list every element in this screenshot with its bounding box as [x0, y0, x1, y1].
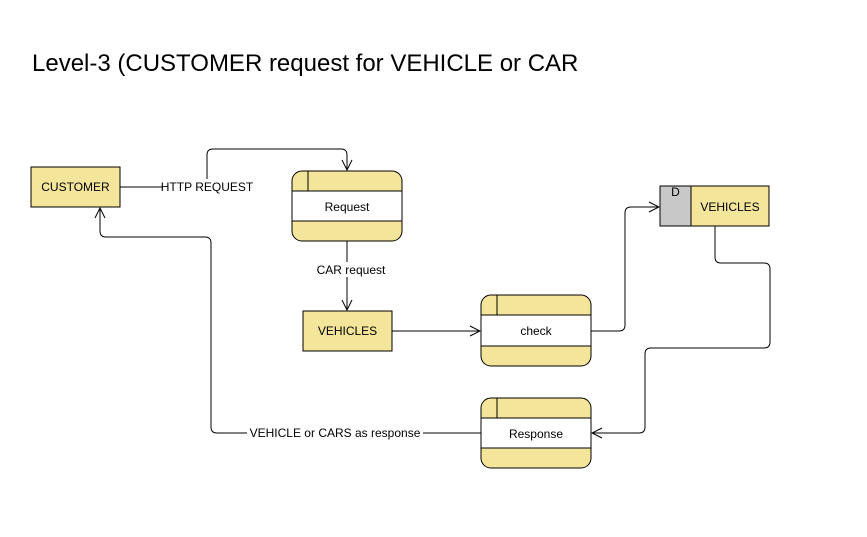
check-process[interactable]: check [480, 294, 592, 367]
page-title: Level-3 (CUSTOMER request for VEHICLE or… [32, 50, 579, 77]
data-store-tag: D [671, 185, 680, 199]
vehicles-entity[interactable]: VEHICLES [302, 310, 393, 352]
edge-http-request [120, 148, 347, 188]
edge-http-request-label: HTTP REQUEST [161, 180, 254, 194]
check-label: check [520, 324, 552, 338]
customer-label: CUSTOMER [41, 180, 110, 194]
edge-car-request-label: CAR request [317, 263, 386, 277]
vehicles-entity-label: VEHICLES [318, 324, 377, 338]
edge-response [100, 208, 481, 434]
request-label: Request [325, 200, 370, 214]
response-label: Response [509, 427, 563, 441]
vehicles-data-store[interactable]: D VEHICLES [659, 185, 770, 227]
response-process[interactable]: Response [480, 397, 592, 469]
edge-check-to-store [591, 207, 659, 332]
request-process[interactable]: Request [291, 170, 403, 242]
customer-entity[interactable]: CUSTOMER [30, 166, 121, 208]
vehicles-store-label: VEHICLES [700, 200, 759, 214]
edge-response-label: VEHICLE or CARS as response [250, 426, 421, 440]
edge-store-to-response [592, 226, 771, 433]
